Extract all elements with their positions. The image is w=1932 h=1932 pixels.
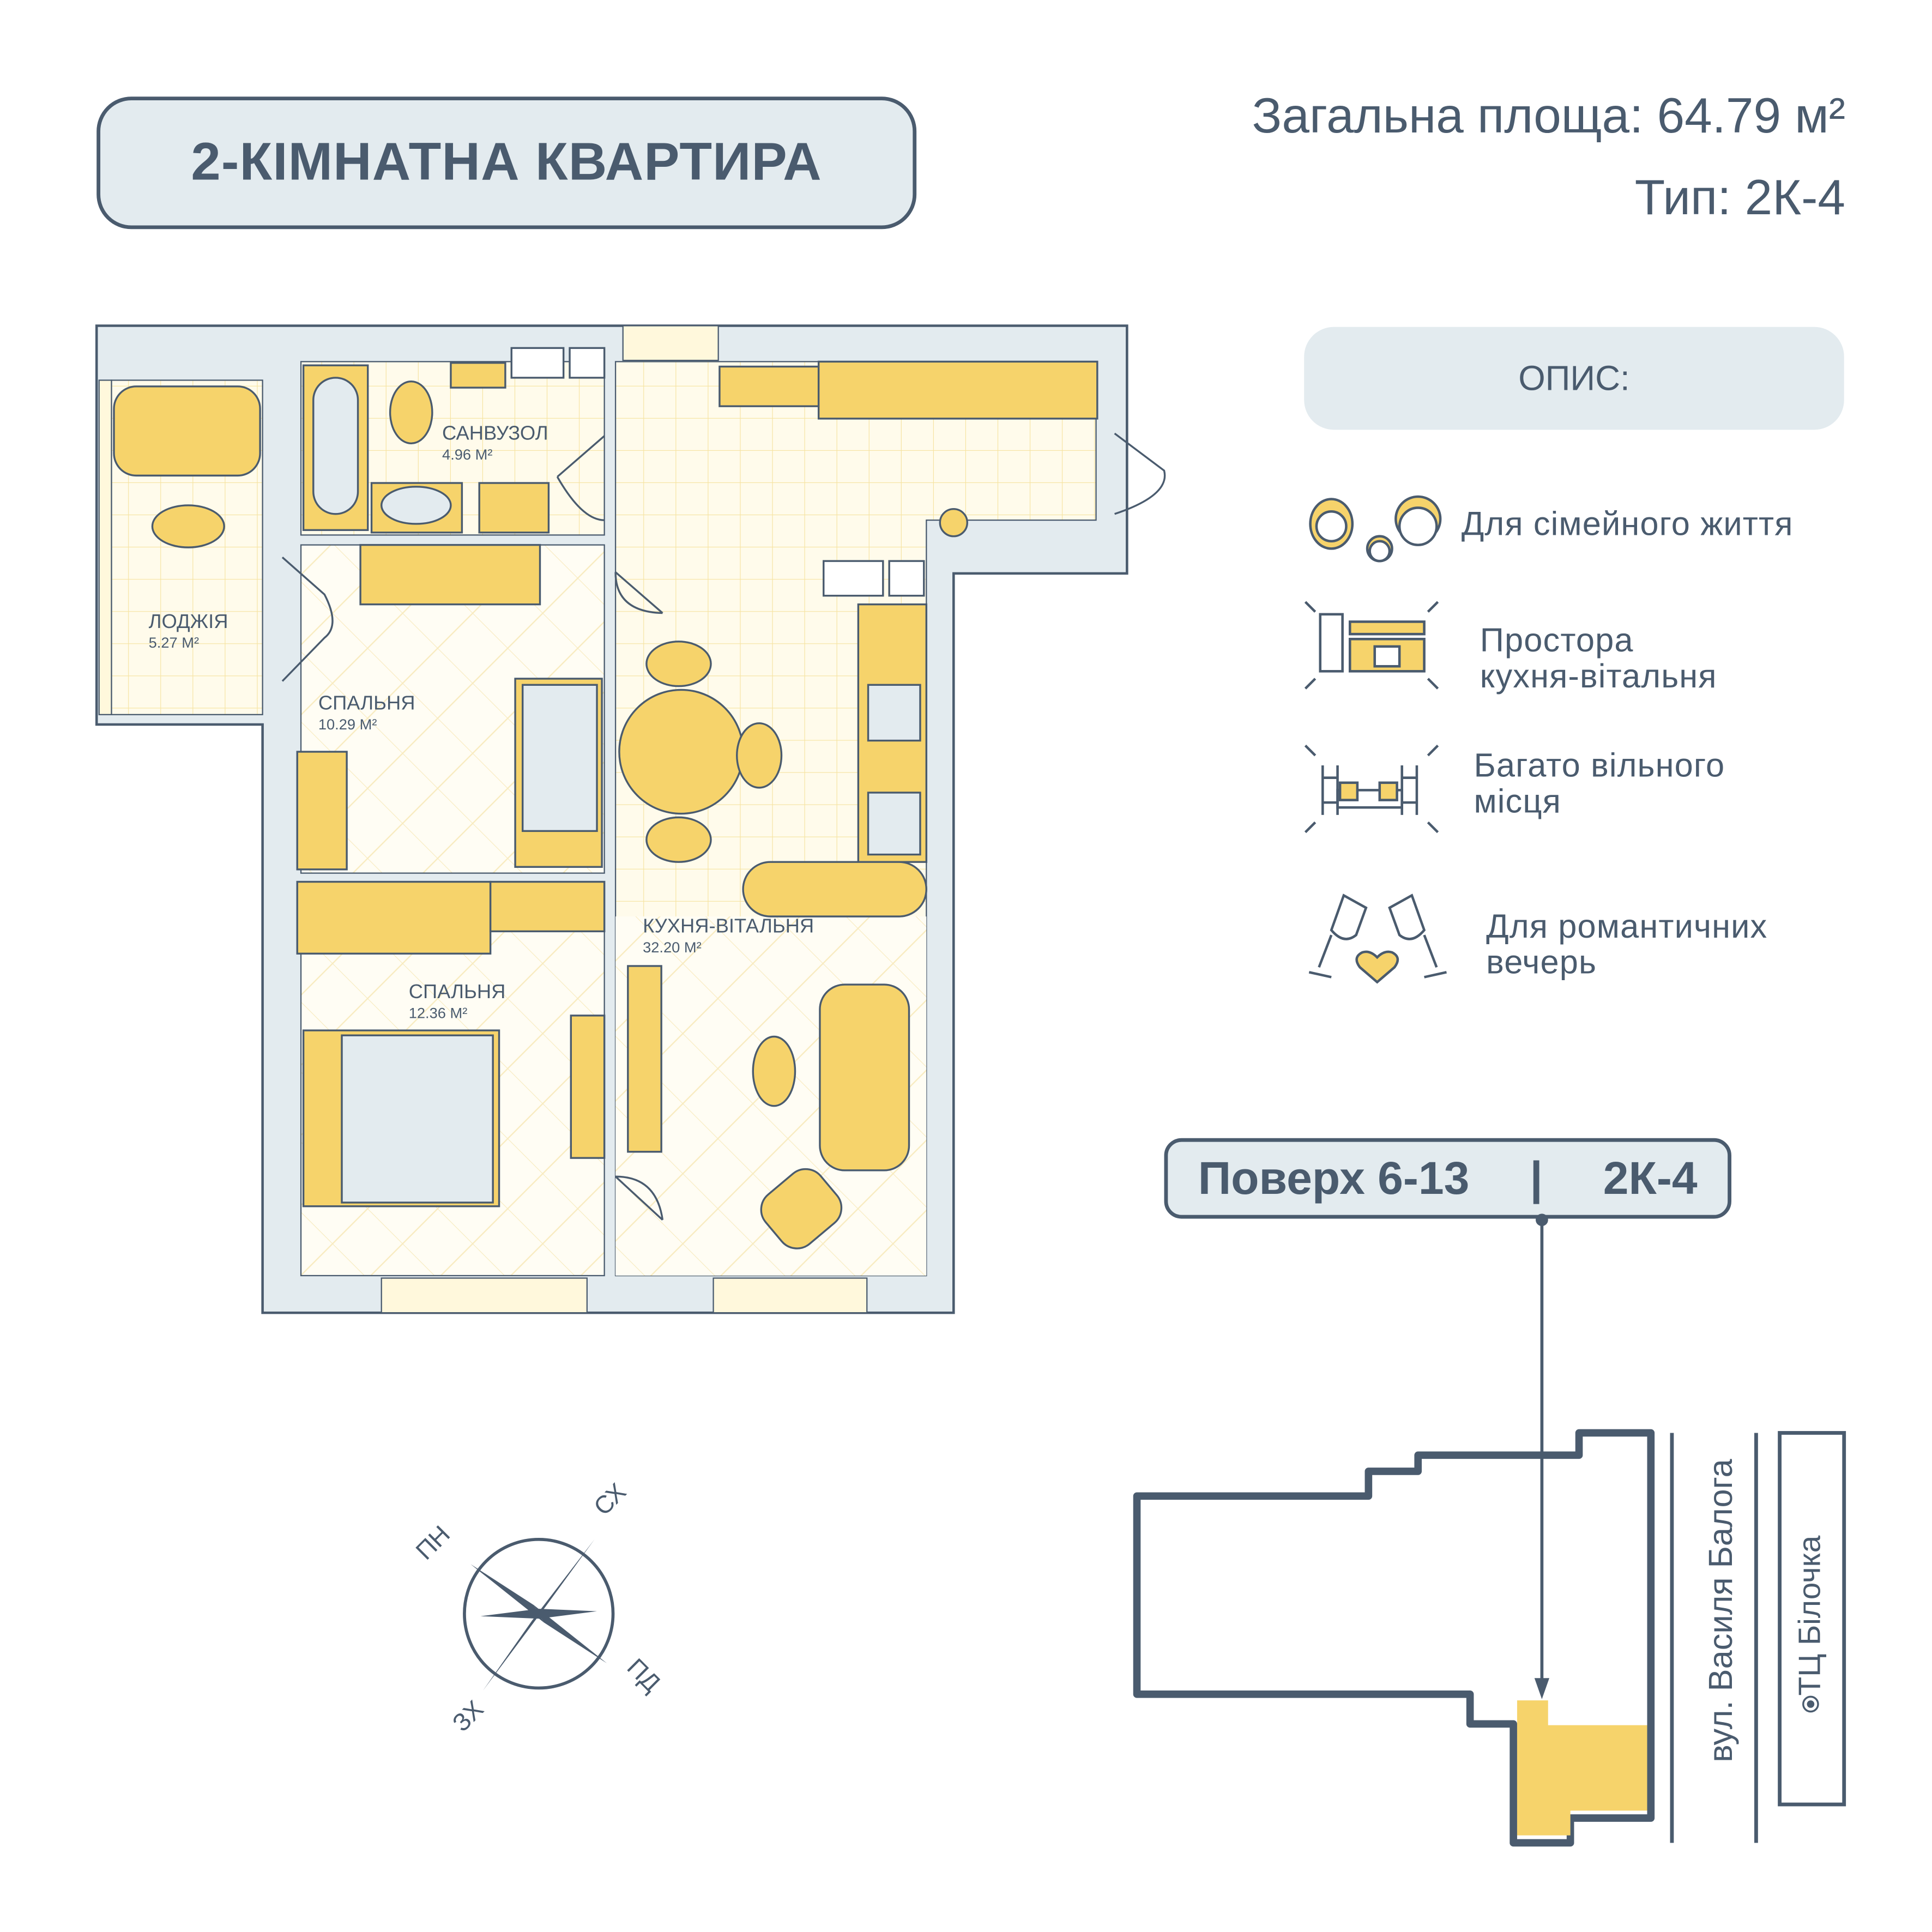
room-area: 5.27 М²: [148, 634, 200, 651]
room-area: 32.20 М²: [643, 939, 702, 956]
feature-text: вечерь: [1486, 944, 1597, 981]
room-area: 4.96 М²: [442, 445, 493, 463]
feature-text: Для романтичних: [1486, 908, 1768, 945]
badge-type: 2К-4: [1603, 1152, 1698, 1204]
doors: [281, 432, 1166, 1221]
compass-rose-icon: [463, 1538, 615, 1691]
room-name: КУХНЯ-ВІТАЛЬНЯ: [643, 916, 814, 938]
page-title: 2-КІМНАТНА КВАРТИРА: [191, 132, 822, 192]
street-name: вул. Василя Балога: [1702, 1459, 1740, 1762]
floor-range: Поверх 6-13: [1198, 1152, 1470, 1204]
windows: [98, 325, 868, 1314]
feature-text: Простора: [1480, 621, 1634, 659]
room-area: 10.29 М²: [318, 716, 377, 733]
room-area: 12.36 М²: [408, 1004, 468, 1022]
map-pin-icon: [1802, 1695, 1819, 1713]
site-plan: [1133, 1213, 1846, 1847]
compass-label-east: СХ: [589, 1478, 632, 1522]
kitchen-living-icon: [1304, 601, 1439, 690]
room-name: СПАЛЬНЯ: [318, 693, 415, 715]
free-space-icon: [1304, 745, 1439, 834]
floor-plan: [95, 324, 1166, 1314]
floor-type-badge: Поверх 6-13 | 2К-4: [1164, 1138, 1731, 1219]
description-heading: ОПИС:: [1518, 358, 1630, 397]
champagne-glasses-icon: [1308, 893, 1447, 984]
room-name: СПАЛЬНЯ: [408, 982, 506, 1004]
feature-family: Для сімейного життя: [1462, 506, 1794, 542]
description-heading-box: ОПИС:: [1304, 327, 1844, 430]
feature-text: Багато вільного: [1474, 746, 1725, 784]
feature-text: кухня-вітальня: [1480, 657, 1717, 695]
apartment-type: Тип: 2К-4: [1634, 171, 1845, 226]
total-area: Загальна площа: 64.79 м²: [1252, 89, 1845, 144]
room-name: ЛОДЖІЯ: [148, 612, 228, 633]
landmark-box: [1778, 1431, 1846, 1807]
building-outline: [1133, 1429, 1655, 1847]
apartment-location: [1517, 1700, 1647, 1836]
title-box: 2-КІМНАТНА КВАРТИРА: [96, 96, 917, 230]
ventilation-shafts: [510, 347, 925, 597]
feature-text: місця: [1474, 782, 1561, 820]
separator: |: [1530, 1152, 1543, 1204]
furniture: [113, 360, 1098, 1249]
landmark-name: ТЦ Білочка: [1792, 1535, 1828, 1696]
room-name: САНВУЗОЛ: [442, 423, 548, 445]
family-icon: [1309, 495, 1442, 563]
feature-text: Для сімейного життя: [1461, 505, 1794, 543]
